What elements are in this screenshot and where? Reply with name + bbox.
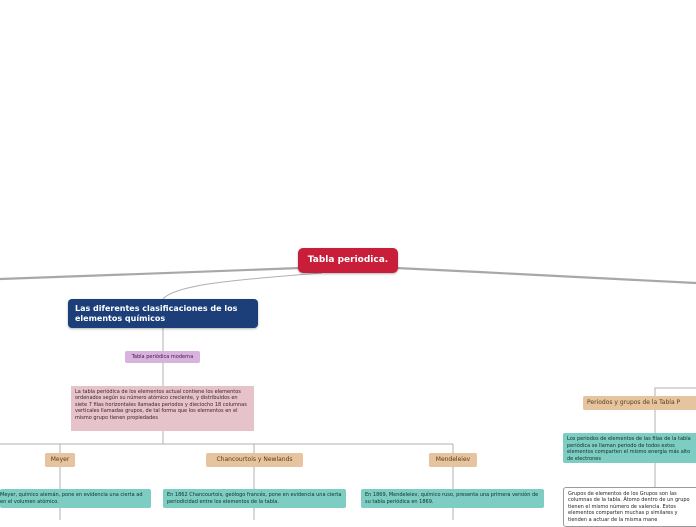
description-node[interactable]: La tabla periódica de los elementos actu… <box>71 386 254 431</box>
modern-table-node[interactable]: Tabla periódica moderna <box>125 351 200 363</box>
description-text: La tabla periódica de los elementos actu… <box>75 389 247 421</box>
mendeleiev-detail-text: En 1869, Mendeleiev, químico ruso, prese… <box>365 492 539 505</box>
groups-text: Grupos de elementos de los Grupos son la… <box>568 491 690 523</box>
main-topic-node[interactable]: Las diferentes clasificaciones de los el… <box>68 299 258 328</box>
periods-text: Los periodos de elementos de las filas d… <box>567 436 691 462</box>
periods-text-node[interactable]: Los periodos de elementos de las filas d… <box>563 433 696 463</box>
periods-groups-label: Periodos y grupos de la Tabla P <box>587 399 681 406</box>
link-right-bracket <box>654 387 696 396</box>
chancourtois-newlands-label: Chancourtois y Newlands <box>216 456 293 463</box>
modern-table-label: Tabla periódica moderna <box>131 354 194 360</box>
root-title: Tabla periodica. <box>307 255 389 265</box>
link-root-right <box>394 266 696 285</box>
groups-text-node[interactable]: Grupos de elementos de los Grupos son la… <box>563 487 696 527</box>
periods-groups-node[interactable]: Periodos y grupos de la Tabla P <box>583 396 696 410</box>
root-node[interactable]: Tabla periodica. <box>298 248 398 273</box>
meyer-detail-text: Meyer, químico alemán, pone en evidencia… <box>0 492 143 505</box>
chancourtois-newlands-node[interactable]: Chancourtois y Newlands <box>206 453 303 467</box>
meyer-detail-node[interactable]: Meyer, químico alemán, pone en evidencia… <box>0 489 151 508</box>
link-root-left <box>0 266 302 281</box>
meyer-label: Meyer <box>50 456 70 463</box>
chancourtois-detail-text: En 1862 Chancourtois, geólogo francés, p… <box>167 492 342 505</box>
mendeleiev-node[interactable]: Mendeleiev <box>429 453 477 467</box>
meyer-node[interactable]: Meyer <box>45 453 75 467</box>
main-topic-label: Las diferentes clasificaciones de los el… <box>75 304 238 323</box>
link-root-main <box>162 272 323 300</box>
mendeleiev-detail-node[interactable]: En 1869, Mendeleiev, químico ruso, prese… <box>361 489 544 508</box>
mendeleiev-label: Mendeleiev <box>435 456 471 463</box>
chancourtois-detail-node[interactable]: En 1862 Chancourtois, geólogo francés, p… <box>163 489 346 508</box>
